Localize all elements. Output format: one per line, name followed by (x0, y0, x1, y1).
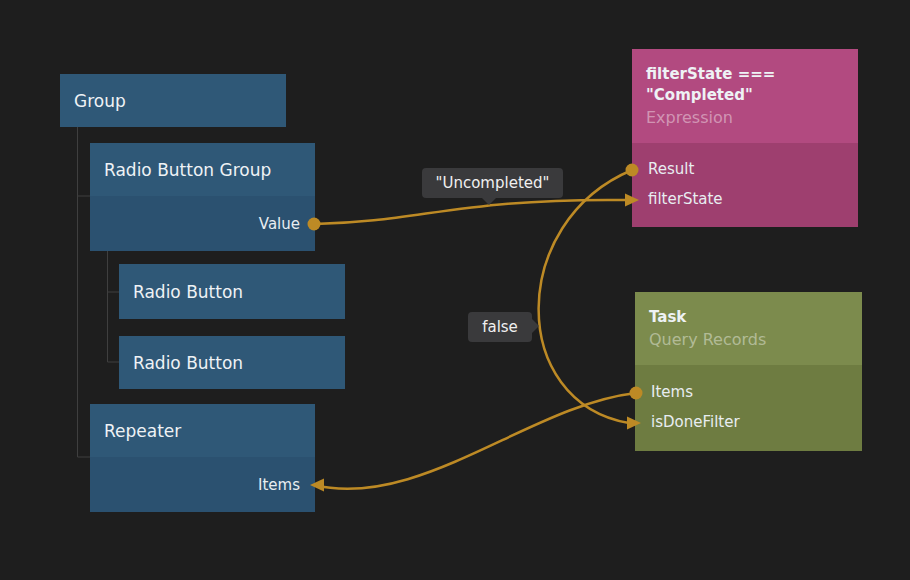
port-row-value[interactable]: Value (90, 209, 315, 239)
node-repeater[interactable]: Repeater Items (90, 404, 315, 512)
node-task-title: Task (649, 307, 862, 329)
port-label-task-items: Items (651, 383, 693, 401)
tree-connector-level2 (108, 251, 120, 362)
node-repeater-title: Repeater (104, 420, 315, 442)
wire-result-tooltip: false (468, 312, 532, 342)
wire-value-to-filterstate[interactable] (315, 200, 626, 224)
wire-result-tooltip-text: false (482, 318, 518, 336)
port-label-filterstate: filterState (648, 190, 723, 208)
port-row-repeater-items[interactable]: Items (90, 470, 315, 500)
port-label-isdonefilter: isDoneFilter (651, 413, 740, 431)
port-label-value: Value (259, 215, 300, 233)
node-radio-button-2[interactable]: Radio Button (119, 336, 345, 389)
port-label-repeater-items: Items (258, 476, 300, 494)
tree-connector-level1 (78, 127, 91, 457)
node-radio-button-1-title: Radio Button (133, 281, 345, 303)
port-row-filterstate[interactable]: filterState (632, 184, 858, 214)
wire-result-to-isdonefilter[interactable] (539, 170, 632, 423)
node-group[interactable]: Group (60, 74, 286, 127)
port-label-result: Result (648, 160, 694, 178)
node-radio-button-1[interactable]: Radio Button (119, 264, 345, 319)
port-row-task-items[interactable]: Items (635, 377, 862, 407)
node-radio-button-group-title: Radio Button Group (104, 159, 315, 181)
node-task-subtitle: Query Records (649, 329, 862, 351)
node-expression-subtitle: Expression (646, 107, 858, 129)
node-task[interactable]: Task Query Records Items isDoneFilter (635, 292, 862, 451)
node-expression[interactable]: filterState === "Completed" Expression R… (632, 49, 858, 227)
node-expression-title-line1: filterState === (646, 64, 858, 86)
node-radio-button-group[interactable]: Radio Button Group Value (90, 143, 315, 251)
wire-items-to-repeater[interactable] (314, 393, 636, 489)
port-row-result[interactable]: Result (632, 154, 858, 184)
node-group-title: Group (74, 90, 286, 112)
wire-value-tooltip: "Uncompleted" (422, 168, 563, 198)
node-radio-button-2-title: Radio Button (133, 352, 345, 374)
wire-value-tooltip-text: "Uncompleted" (436, 174, 550, 192)
node-expression-title-line2: "Completed" (646, 85, 858, 107)
port-row-isdonefilter[interactable]: isDoneFilter (635, 407, 862, 437)
